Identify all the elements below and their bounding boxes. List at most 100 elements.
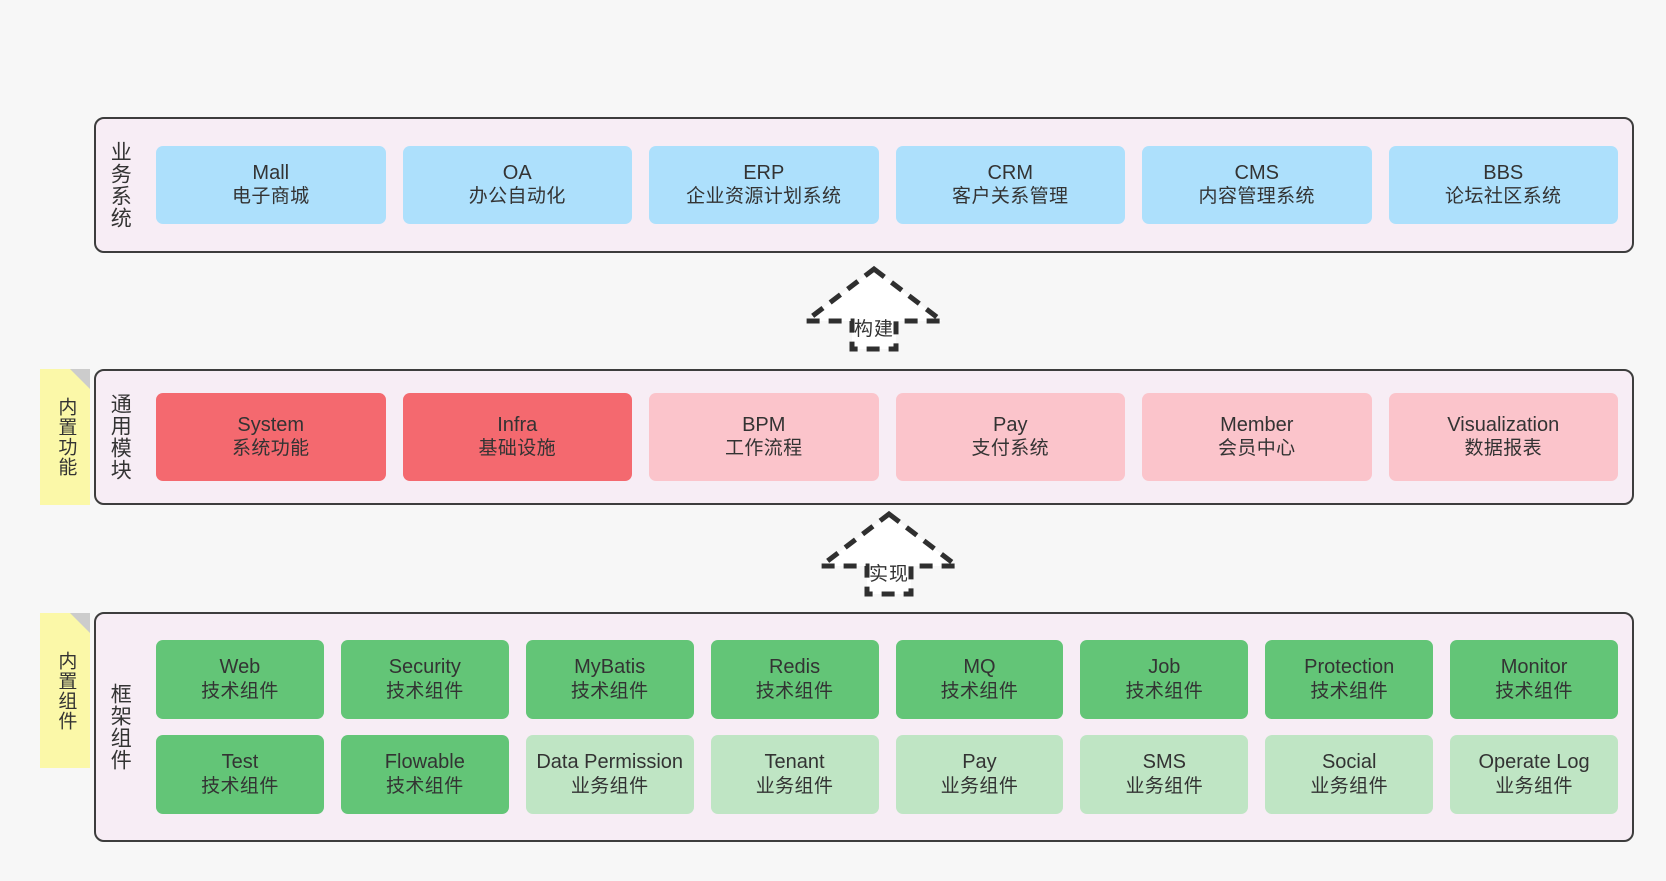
node-operate-log[interactable]: Operate Log 业务组件 (1450, 735, 1618, 814)
node-title: Pay (962, 751, 997, 774)
note-label: 内置功能 (55, 397, 77, 477)
layer-framework-components: 框架组件 Web 技术组件 Security 技术组件 MyBatis 技术组件… (94, 612, 1634, 842)
node-bpm[interactable]: BPM 工作流程 (649, 393, 879, 481)
node-subtitle: 会员中心 (1217, 438, 1296, 460)
node-web[interactable]: Web 技术组件 (156, 640, 324, 719)
node-system[interactable]: System 系统功能 (156, 393, 386, 481)
node-subtitle: 工作流程 (724, 438, 803, 460)
node-pay-component[interactable]: Pay 业务组件 (895, 735, 1064, 814)
node-subtitle: 办公自动化 (468, 186, 566, 208)
arrow-implement: 实现 (815, 510, 963, 598)
node-subtitle: 技术组件 (386, 775, 464, 797)
node-mall[interactable]: Mall 电子商城 (156, 146, 386, 224)
node-subtitle: 技术组件 (570, 680, 649, 702)
node-title: Operate Log (1478, 751, 1590, 774)
node-title: Social (1321, 751, 1377, 774)
node-title: Web (219, 656, 261, 679)
node-mq[interactable]: MQ 技术组件 (895, 640, 1064, 719)
arrow-implement-glyph (815, 510, 963, 597)
node-title: Visualization (1447, 413, 1560, 436)
node-row: Mall 电子商城 OA 办公自动化 ERP 企业资源计划系统 CRM 客户关系… (156, 146, 1618, 224)
node-title: Monitor (1500, 656, 1568, 679)
node-oa[interactable]: OA 办公自动化 (402, 146, 632, 224)
node-row: Web 技术组件 Security 技术组件 MyBatis 技术组件 Redi… (156, 640, 1618, 719)
node-subtitle: 业务组件 (755, 775, 834, 797)
node-mybatis[interactable]: MyBatis 技术组件 (525, 640, 694, 719)
layer-body-framework-components: Web 技术组件 Security 技术组件 MyBatis 技术组件 Redi… (142, 614, 1632, 840)
node-subtitle: 业务组件 (940, 775, 1019, 797)
node-subtitle: 论坛社区系统 (1445, 186, 1562, 208)
node-title: Pay (993, 413, 1028, 436)
node-title: Infra (497, 413, 538, 436)
node-member[interactable]: Member 会员中心 (1142, 393, 1372, 481)
node-title: ERP (743, 161, 785, 184)
node-redis[interactable]: Redis 技术组件 (710, 640, 879, 719)
node-pay-module[interactable]: Pay 支付系统 (895, 393, 1125, 481)
node-subtitle: 业务组件 (1495, 775, 1573, 797)
node-subtitle: 业务组件 (1125, 775, 1204, 797)
node-title: Tenant (764, 751, 825, 774)
node-monitor[interactable]: Monitor 技术组件 (1450, 640, 1618, 719)
node-row: System 系统功能 Infra 基础设施 BPM 工作流程 Pay 支付系统… (156, 393, 1618, 481)
arrow-build-glyph (800, 265, 948, 352)
node-erp[interactable]: ERP 企业资源计划系统 (649, 146, 879, 224)
node-subtitle: 技术组件 (1125, 680, 1204, 702)
node-title: BBS (1483, 161, 1524, 184)
arrow-build: 构建 (800, 265, 948, 353)
node-title: Security (388, 656, 461, 679)
node-protection[interactable]: Protection 技术组件 (1265, 640, 1434, 719)
node-infra[interactable]: Infra 基础设施 (402, 393, 632, 481)
node-flowable[interactable]: Flowable 技术组件 (340, 735, 509, 814)
node-subtitle: 基础设施 (478, 438, 557, 460)
node-cms[interactable]: CMS 内容管理系统 (1142, 146, 1372, 224)
node-title: Mall (252, 161, 290, 184)
node-title: Member (1220, 413, 1294, 436)
node-data-permission[interactable]: Data Permission 业务组件 (525, 735, 694, 814)
node-title: SMS (1142, 751, 1186, 774)
node-subtitle: 客户关系管理 (952, 186, 1069, 208)
node-title: Protection (1304, 656, 1395, 679)
node-title: MyBatis (574, 656, 646, 679)
node-crm[interactable]: CRM 客户关系管理 (895, 146, 1125, 224)
node-job[interactable]: Job 技术组件 (1080, 640, 1249, 719)
node-bbs[interactable]: BBS 论坛社区系统 (1388, 146, 1618, 224)
node-subtitle: 技术组件 (1310, 680, 1388, 702)
node-social[interactable]: Social 业务组件 (1265, 735, 1434, 814)
node-title: BPM (742, 413, 786, 436)
node-title: CMS (1234, 161, 1279, 184)
note-label: 内置组件 (55, 650, 77, 731)
node-row: Test 技术组件 Flowable 技术组件 Data Permission … (156, 735, 1618, 814)
node-title: Flowable (384, 751, 465, 774)
node-subtitle: 技术组件 (386, 680, 464, 702)
node-tenant[interactable]: Tenant 业务组件 (710, 735, 879, 814)
layer-caption-business-systems: 业务系统 (108, 141, 132, 229)
node-title: OA (502, 161, 532, 184)
layer-caption-framework-components: 框架组件 (108, 683, 132, 771)
node-subtitle: 技术组件 (1495, 680, 1573, 702)
node-subtitle: 系统功能 (231, 438, 310, 460)
layer-caption-common-modules: 通用模块 (108, 393, 132, 481)
node-test[interactable]: Test 技术组件 (156, 735, 324, 814)
note-builtin-features: 内置功能 (40, 369, 90, 505)
layer-body-business-systems: Mall 电子商城 OA 办公自动化 ERP 企业资源计划系统 CRM 客户关系… (142, 119, 1632, 251)
layer-body-common-modules: System 系统功能 Infra 基础设施 BPM 工作流程 Pay 支付系统… (142, 371, 1632, 503)
node-security[interactable]: Security 技术组件 (340, 640, 509, 719)
node-subtitle: 技术组件 (201, 680, 279, 702)
node-title: Test (221, 751, 259, 774)
node-subtitle: 企业资源计划系统 (686, 186, 842, 208)
node-subtitle: 业务组件 (1310, 775, 1388, 797)
node-subtitle: 技术组件 (201, 775, 279, 797)
layer-business-systems: 业务系统 Mall 电子商城 OA 办公自动化 ERP 企业资源计划系统 CRM… (94, 117, 1634, 253)
node-subtitle: 技术组件 (755, 680, 834, 702)
node-subtitle: 内容管理系统 (1198, 186, 1315, 208)
node-title: CRM (987, 161, 1034, 184)
node-sms[interactable]: SMS 业务组件 (1080, 735, 1249, 814)
node-visualization[interactable]: Visualization 数据报表 (1388, 393, 1618, 481)
node-subtitle: 数据报表 (1464, 438, 1543, 460)
node-title: Redis (768, 656, 821, 679)
node-title: Data Permission (536, 751, 684, 774)
node-title: System (237, 413, 305, 436)
node-subtitle: 电子商城 (231, 186, 310, 208)
node-subtitle: 业务组件 (570, 775, 649, 797)
